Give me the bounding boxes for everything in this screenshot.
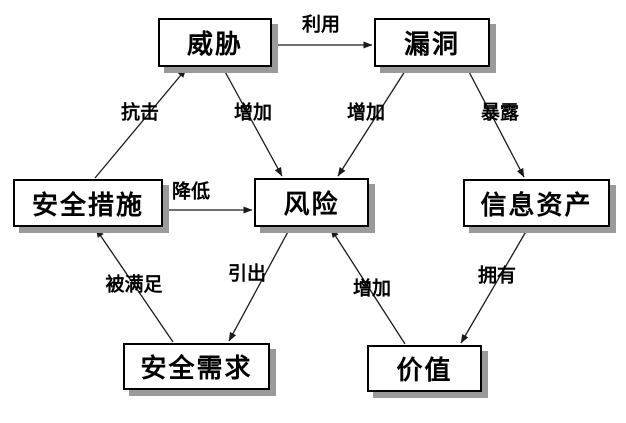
edge-increase-vuln-line: [337, 67, 408, 177]
node-safeguards: 安全措施: [13, 179, 163, 227]
edge-satisfied-by-line: [95, 228, 174, 343]
edge-label-own: 拥有: [477, 264, 517, 287]
edge-label-satisfied-by: 被满足: [105, 273, 163, 296]
node-risk: 风险: [254, 178, 369, 227]
edge-label-increase-value: 增加: [352, 277, 392, 300]
edge-increase-value-line: [330, 228, 406, 345]
edge-resist-line: [94, 68, 187, 179]
node-risk-label: 风险: [283, 190, 340, 220]
edge-label-increase-vuln: 增加: [346, 101, 386, 124]
node-assets-label: 信息资产: [480, 190, 593, 221]
node-vulnerability: 漏洞: [374, 18, 490, 67]
edge-label-increase-threat: 增加: [233, 101, 273, 124]
node-value-label: 价值: [396, 356, 453, 386]
edge-increase-threat-line: [222, 67, 283, 177]
edge-label-exploit: 利用: [301, 13, 341, 36]
edge-derive-line: [228, 227, 291, 342]
node-value: 价值: [367, 345, 482, 392]
node-assets: 信息资产: [463, 179, 610, 227]
edge-own-line: [460, 227, 529, 344]
edge-expose-line: [466, 67, 525, 178]
edge-label-reduce: 降低: [171, 180, 211, 203]
edge-label-resist: 抗击: [120, 101, 160, 124]
node-safeguards-label: 安全措施: [31, 190, 144, 221]
node-requirements-label: 安全需求: [140, 354, 253, 384]
edge-label-derive: 引出: [227, 262, 267, 285]
node-threat: 威胁: [158, 18, 272, 67]
node-threat-label: 威胁: [186, 30, 243, 60]
edge-label-expose: 暴露: [480, 101, 520, 124]
node-vulnerability-label: 漏洞: [403, 30, 460, 60]
node-requirements: 安全需求: [123, 343, 270, 390]
